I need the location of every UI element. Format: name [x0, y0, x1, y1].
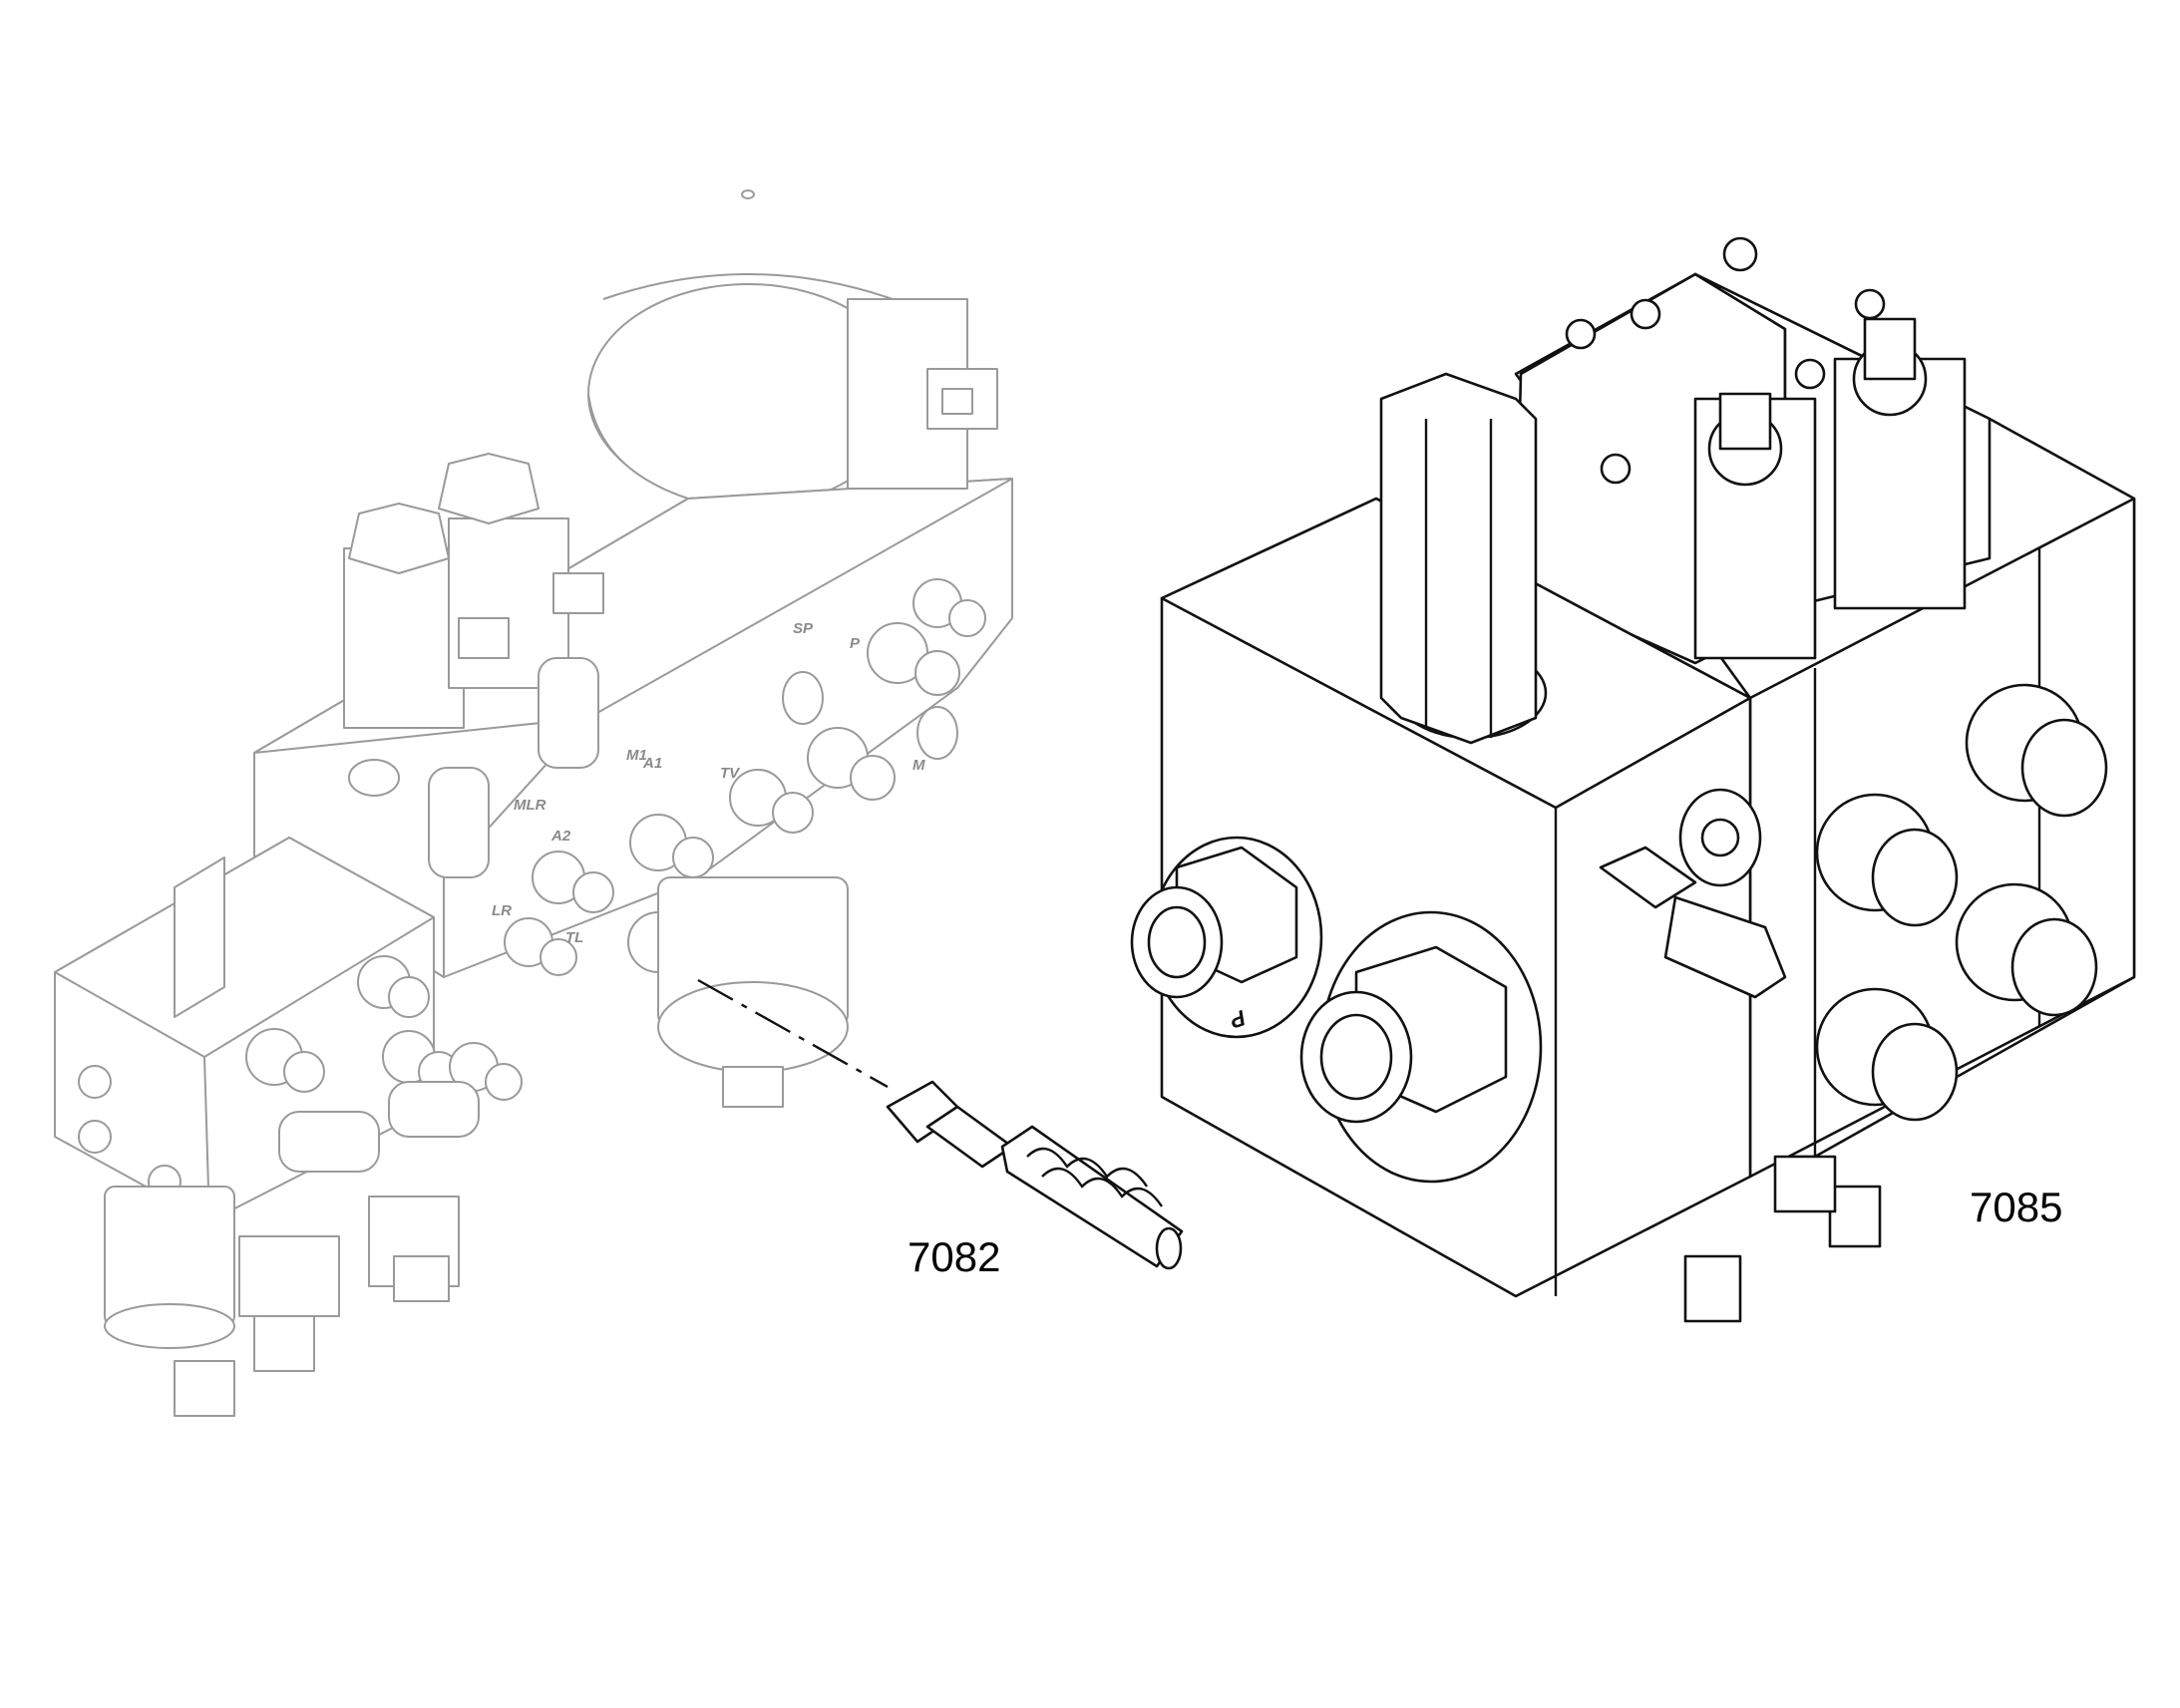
ghost-lower-valve-block	[54, 837, 523, 1417]
port-label-m1: M1	[626, 747, 647, 764]
callout-valve-block: 7085	[1970, 1184, 2062, 1230]
port-label-m: M	[912, 757, 925, 774]
port-label-a2: A2	[550, 828, 571, 845]
port-label-tv: TV	[720, 765, 741, 782]
ghost-top-solenoid	[847, 298, 998, 490]
ghost-solenoid-coils	[343, 453, 604, 878]
port-label-lr: LR	[492, 902, 512, 919]
top-solenoids	[1514, 236, 1992, 665]
ghost-port-labels: SP P M1 MLR A1 TV A2 LR TL M	[492, 620, 925, 946]
hex-plug	[1379, 372, 1548, 745]
ghost-filter-canister	[657, 876, 849, 1108]
main-valve-block: P	[1130, 236, 2136, 1323]
port-label-tl: TL	[565, 929, 583, 946]
ghost-fittings	[504, 578, 986, 980]
front-port-fittings	[1130, 836, 1543, 1184]
right-port-fittings	[1815, 683, 2108, 1122]
hose-assembly	[697, 978, 1184, 1270]
bottom-fittings	[1683, 1155, 1882, 1323]
port-label-a1: A1	[642, 755, 662, 772]
assembly-leader-line	[697, 978, 889, 1089]
port-label-p: P	[850, 635, 861, 652]
callout-hose: 7082	[908, 1233, 1000, 1280]
banjo-fitting	[1599, 788, 1787, 999]
port-label-sp: SP	[793, 620, 814, 637]
ghosted-valve-assembly: SP P M1 MLR A1 TV A2 LR TL M	[54, 189, 1013, 1417]
port-label-mlr: MLR	[514, 797, 546, 814]
